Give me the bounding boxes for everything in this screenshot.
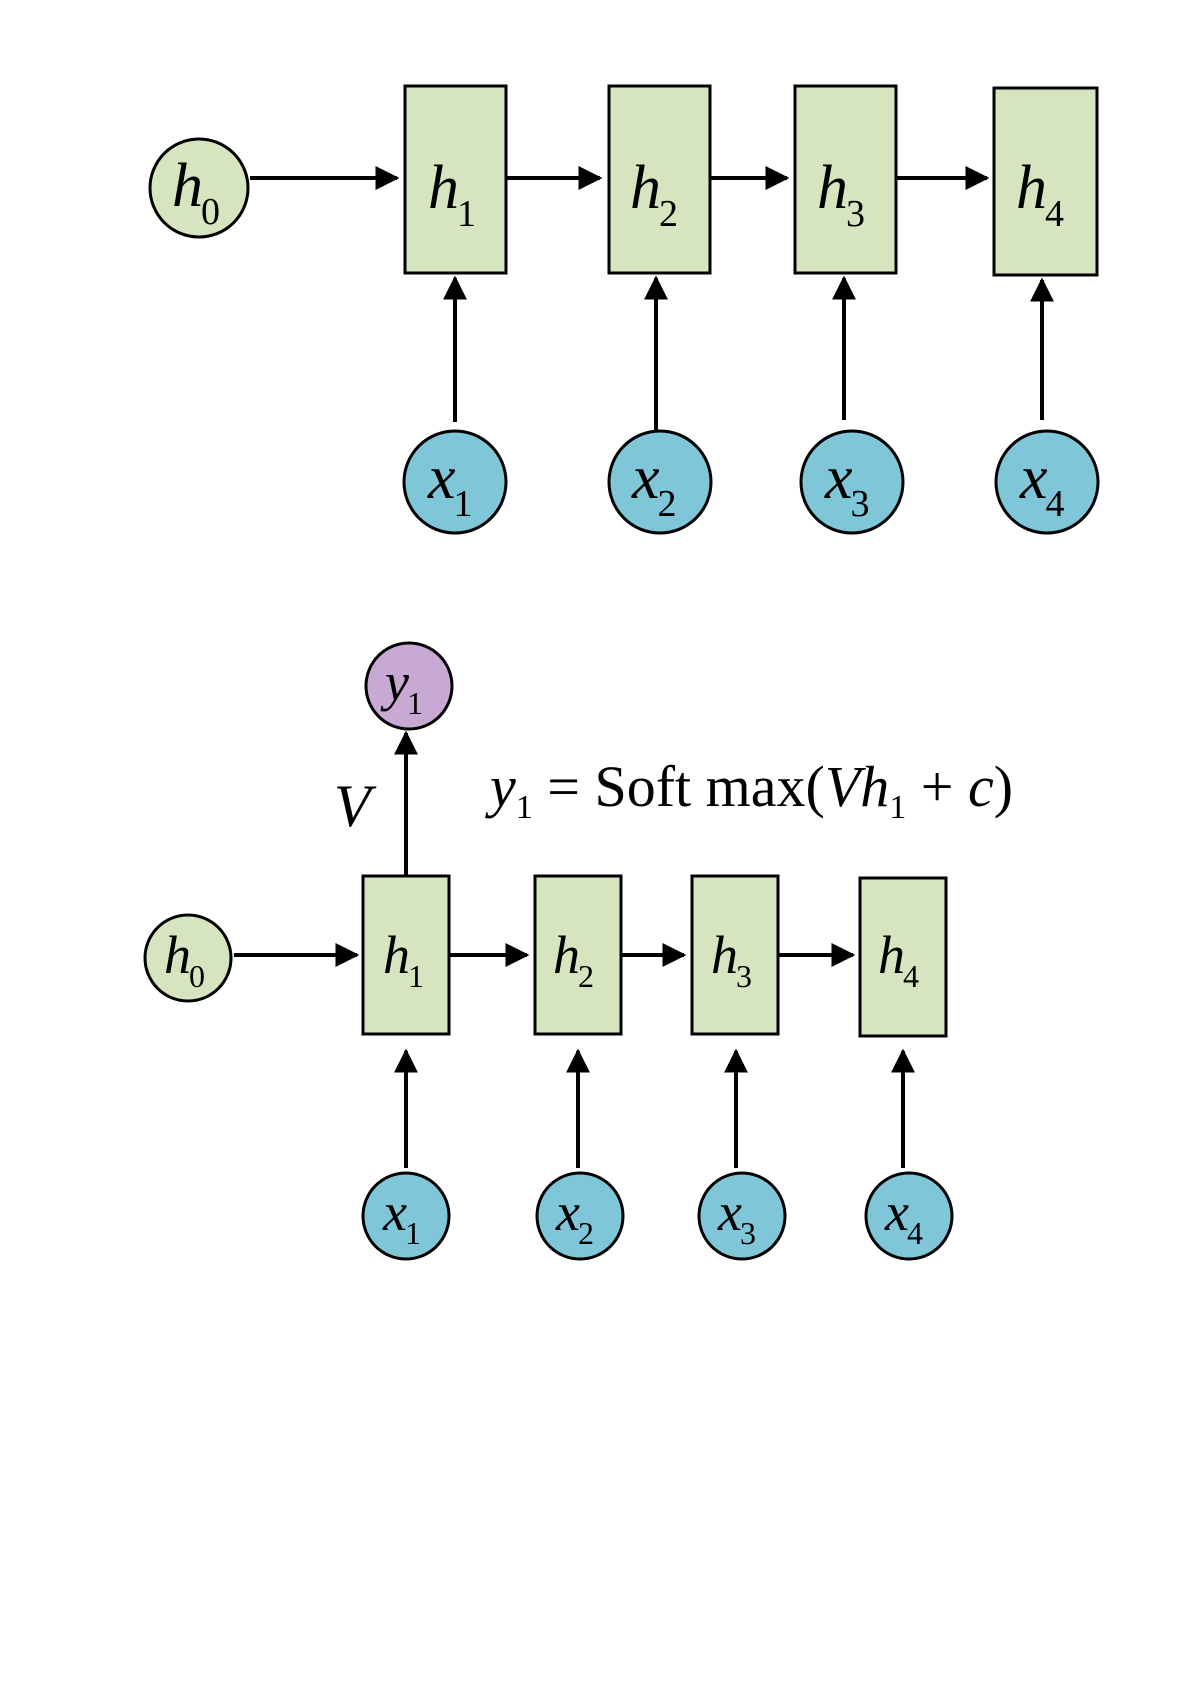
- top-h4-var: h: [1016, 154, 1047, 222]
- top-node-x4: x4: [996, 431, 1098, 533]
- bottom-h0-sub: 0: [189, 958, 205, 994]
- bottom-h2-sub: 2: [578, 958, 594, 994]
- bottom-node-x1: x1: [363, 1173, 449, 1259]
- top-diagram: h0 h1 h2 h3 h4 x1 x2: [150, 86, 1098, 533]
- formula-lhs-sub: 1: [516, 789, 533, 826]
- top-x1-sub: 1: [454, 483, 473, 525]
- bottom-node-h2: h2: [535, 876, 621, 1034]
- top-x2-sub: 2: [658, 483, 677, 525]
- bottom-node-y1: y1: [366, 643, 452, 729]
- top-h1-var: h: [428, 154, 459, 222]
- weight-label-v: V: [334, 773, 377, 839]
- top-h2-sub: 2: [659, 193, 678, 235]
- bottom-h3-var: h: [711, 925, 738, 985]
- bottom-x3-var: x: [717, 1182, 742, 1242]
- formula-c: c: [968, 754, 994, 819]
- top-x1-var: x: [427, 444, 456, 512]
- top-node-x3: x3: [801, 431, 903, 533]
- bottom-h2-var: h: [553, 925, 580, 985]
- bottom-node-h3: h3: [692, 876, 778, 1034]
- top-h1-sub: 1: [457, 193, 476, 235]
- bottom-x4-sub: 4: [907, 1215, 923, 1251]
- top-h2-var: h: [630, 154, 661, 222]
- bottom-x1-sub: 1: [405, 1215, 421, 1251]
- bottom-node-x3: x3: [699, 1173, 785, 1259]
- bottom-h3-sub: 3: [736, 958, 752, 994]
- top-h0-var: h: [172, 152, 203, 220]
- bottom-x4-var: x: [884, 1182, 909, 1242]
- bottom-h4-sub: 4: [903, 958, 919, 994]
- top-h4-sub: 4: [1045, 193, 1064, 235]
- top-h3-sub: 3: [846, 193, 865, 235]
- bottom-x2-sub: 2: [578, 1215, 594, 1251]
- bottom-node-x4: x4: [866, 1173, 952, 1259]
- bottom-h0-var: h: [164, 925, 191, 985]
- top-x4-sub: 4: [1046, 483, 1065, 525]
- bottom-x2-var: x: [555, 1182, 580, 1242]
- softmax-formula: y1 = Soft max(Vh1 + c): [485, 754, 1013, 826]
- top-node-h1: h1: [405, 86, 506, 273]
- bottom-node-h1: h1: [363, 876, 449, 1034]
- bottom-h1-sub: 1: [408, 958, 424, 994]
- formula-h-sub: 1: [889, 789, 906, 826]
- formula-lhs-var: y: [485, 754, 516, 819]
- bottom-h4-var: h: [878, 925, 905, 985]
- bottom-node-h0: h0: [145, 915, 231, 1001]
- bottom-node-x2: x2: [537, 1173, 623, 1259]
- bottom-x1-var: x: [382, 1182, 407, 1242]
- bottom-y1-sub: 1: [407, 685, 423, 721]
- formula-close: ): [994, 754, 1013, 819]
- top-node-h4: h4: [994, 88, 1097, 275]
- top-x3-var: x: [824, 444, 853, 512]
- formula-eq: = Soft max(: [533, 754, 825, 819]
- top-node-h0: h0: [150, 139, 248, 237]
- formula-h: h: [860, 754, 889, 819]
- top-h0-sub: 0: [201, 191, 220, 233]
- top-x2-var: x: [631, 444, 660, 512]
- formula-plus: +: [906, 754, 968, 819]
- top-node-x2: x2: [609, 431, 711, 533]
- bottom-x3-sub: 3: [740, 1215, 756, 1251]
- bottom-h1-var: h: [383, 925, 410, 985]
- top-x3-sub: 3: [851, 483, 870, 525]
- top-node-h3: h3: [795, 86, 896, 273]
- bottom-node-h4: h4: [860, 878, 946, 1036]
- bottom-diagram: y1 V y1 = Soft max(Vh1 + c) h0 h1 h2 h3 …: [145, 643, 1013, 1259]
- top-node-x1: x1: [404, 431, 506, 533]
- top-x4-var: x: [1019, 444, 1048, 512]
- bottom-y1-var: y: [380, 652, 409, 712]
- top-node-h2: h2: [609, 86, 710, 273]
- top-h3-var: h: [817, 154, 848, 222]
